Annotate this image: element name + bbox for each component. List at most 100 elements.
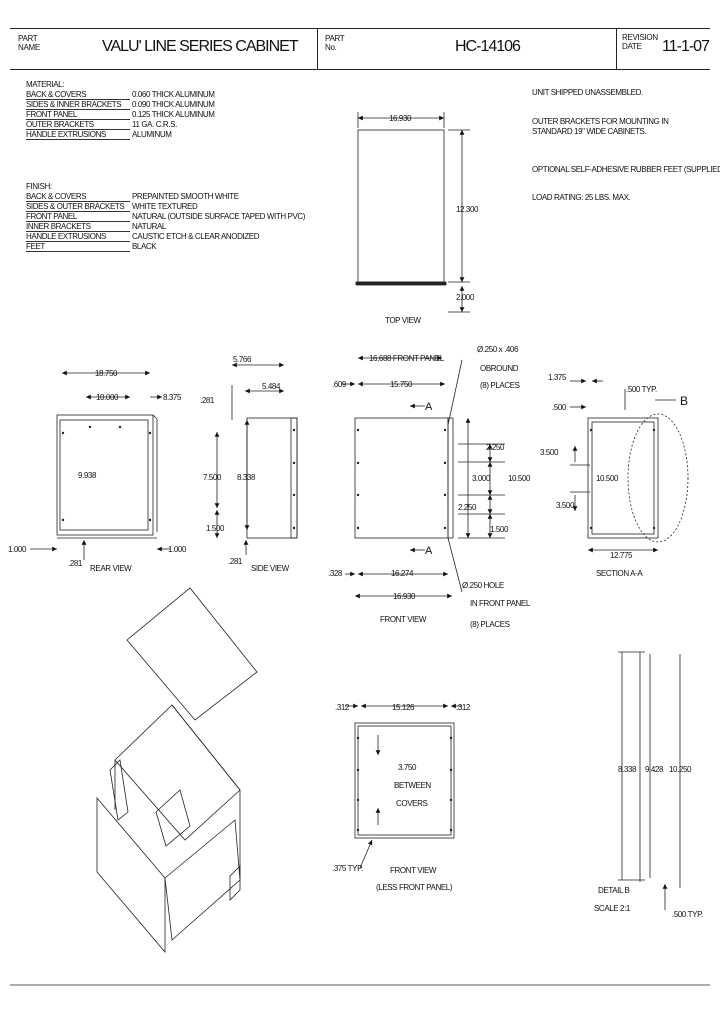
rear-dim-4: 9.938 — [78, 471, 97, 480]
finish-value: CAUSTIC ETCH & CLEAR ANODIZED — [132, 232, 260, 241]
part-no-label: PART No. — [325, 34, 345, 52]
part-number: HC-14106 — [455, 38, 521, 55]
rear-dim-7: .281 — [68, 559, 83, 568]
fastener-holes — [61, 425, 656, 832]
side-view-label: SIDE VIEW — [251, 564, 290, 573]
front-dim-9: 16.274 — [391, 569, 414, 578]
finish-value: PREPAINTED SMOOTH WHITE — [132, 192, 239, 201]
finish-heading: FINISH: — [26, 182, 52, 191]
finish-key: FEET — [26, 242, 130, 252]
finish-value: WHITE TEXTURED — [132, 202, 198, 211]
front-note-1a: Ø.250 x .406 — [477, 345, 519, 354]
front-dim-2: 15.750 — [390, 380, 413, 389]
material-value: 11 GA. C.R.S. — [132, 120, 177, 129]
section-dim-5: 10.500 — [596, 474, 619, 483]
material-heading: MATERIAL: — [26, 80, 65, 89]
note-load-rating: LOAD RATING: 25 LBS. MAX. — [532, 193, 631, 202]
dimension-labels: 16.930 12.300 2.000 TOP VIEW 18.750 10.0… — [8, 114, 703, 919]
front-note-2b: IN FRONT PANEL — [470, 599, 531, 608]
cover-gap-2: BETWEEN — [394, 781, 431, 790]
section-dim-7: 12.775 — [610, 551, 633, 560]
front2-dim-2: 15.126 — [392, 703, 415, 712]
finish-key: INNER BRACKETS — [26, 222, 130, 232]
note-brackets-1: OUTER BRACKETS FOR MOUNTING IN — [532, 117, 669, 126]
part-name-label: PART NAME — [18, 34, 40, 52]
detail-callout: B — [680, 394, 688, 408]
front2-dim-1: .312 — [335, 703, 350, 712]
front-view — [342, 355, 505, 599]
detail-dim-4: .500 TYP. — [672, 910, 703, 919]
finish-key: FRONT PANEL — [26, 212, 130, 222]
finish-value: BLACK — [132, 242, 157, 251]
material-value: 0.125 THICK ALUMINUM — [132, 110, 215, 119]
cover-gap-1: 3.750 — [398, 763, 417, 772]
front-dim-6: 1.500 — [490, 525, 509, 534]
front-panel-dim: 16.688 FRONT PANEL — [369, 354, 445, 363]
detail-dim-1: 8.338 — [618, 765, 637, 774]
rear-dim-2: 10.000 — [96, 393, 119, 402]
top-view-height: 2.000 — [456, 293, 475, 302]
finish-key: BACK & COVERS — [26, 192, 130, 202]
side-dim-4: 7.500 — [203, 473, 222, 482]
section-dim-3: .500 — [552, 403, 567, 412]
side-dim-2: 5.484 — [262, 382, 281, 391]
finish-value: NATURAL (OUTSIDE SURFACE TAPED WITH PVC) — [132, 212, 306, 221]
front2-label-2: (LESS FRONT PANEL) — [376, 883, 453, 892]
front-dim-8: .328 — [328, 569, 343, 578]
detail-b-scale: SCALE 2:1 — [594, 904, 631, 913]
top-view — [355, 112, 470, 313]
section-dim-4: 3.500 — [540, 448, 559, 457]
side-dim-5: 8.338 — [237, 473, 256, 482]
rear-dim-3: 8.375 — [163, 393, 182, 402]
rear-view — [30, 370, 170, 560]
front-note-2a: Ø.250 HOLE — [462, 581, 504, 590]
note-feet: OPTIONAL SELF-ADHESIVE RUBBER FEET (SUPP… — [532, 165, 720, 174]
revision-date-label: REVISION DATE — [622, 33, 658, 51]
material-key: HANDLE EXTRUSIONS — [26, 130, 130, 140]
side-dim-6: 1.500 — [206, 524, 225, 533]
front-note-1c: (8) PLACES — [480, 381, 520, 390]
section-aa — [570, 378, 689, 553]
rear-dim-6: 1.000 — [168, 545, 187, 554]
detail-b-label: DETAIL B — [598, 886, 630, 895]
front-view-label: FRONT VIEW — [380, 615, 427, 624]
rear-dim-5: 1.000 — [8, 545, 27, 554]
note-brackets-2: STANDARD 19" WIDE CABINETS. — [532, 127, 647, 136]
material-key: BACK & COVERS — [26, 90, 130, 100]
front-note-2c: (8) PLACES — [470, 620, 510, 629]
section-aa-label: SECTION A-A — [596, 569, 643, 578]
section-mark-bottom: A — [425, 545, 433, 557]
front-view-less-panel — [345, 703, 462, 869]
section-mark-top: A — [425, 401, 433, 413]
material-key: OUTER BRACKETS — [26, 120, 130, 130]
finish-key: HANDLE EXTRUSIONS — [26, 232, 130, 242]
finish-key: SIDES & OUTER BRACKETS — [26, 202, 130, 212]
side-view — [214, 362, 298, 555]
rear-view-label: REAR VIEW — [90, 564, 132, 573]
note-unassembled: UNIT SHIPPED UNASSEMBLED. — [532, 88, 643, 97]
front-dim-7: 10.500 — [508, 474, 531, 483]
detail-b — [618, 651, 681, 910]
detail-dim-3: 10.250 — [669, 765, 692, 774]
material-key: FRONT PANEL — [26, 110, 130, 120]
front-dim-1: .609 — [332, 380, 347, 389]
side-dim-1: 5.766 — [233, 355, 252, 364]
material-value: ALUMINUM — [132, 130, 172, 139]
section-dim-6: 3.500 — [556, 501, 575, 510]
front-note-1b: OBROUND — [480, 364, 519, 373]
section-dim-2: .500 TYP. — [626, 385, 657, 394]
rear-dim-1: 18.750 — [95, 369, 118, 378]
material-value: 0.060 THICK ALUMINUM — [132, 90, 215, 99]
front-dim-3: 2.250 — [486, 443, 505, 452]
material-value: 0.090 THICK ALUMINUM — [132, 100, 215, 109]
part-name: VALU' LINE SERIES CABINET — [102, 38, 299, 55]
front-dim-5: 2.250 — [458, 503, 477, 512]
front2-dim-4: .375 TYP. — [332, 864, 363, 873]
material-key: SIDES & INNER BRACKETS — [26, 100, 130, 110]
front2-dim-3: .312 — [456, 703, 471, 712]
